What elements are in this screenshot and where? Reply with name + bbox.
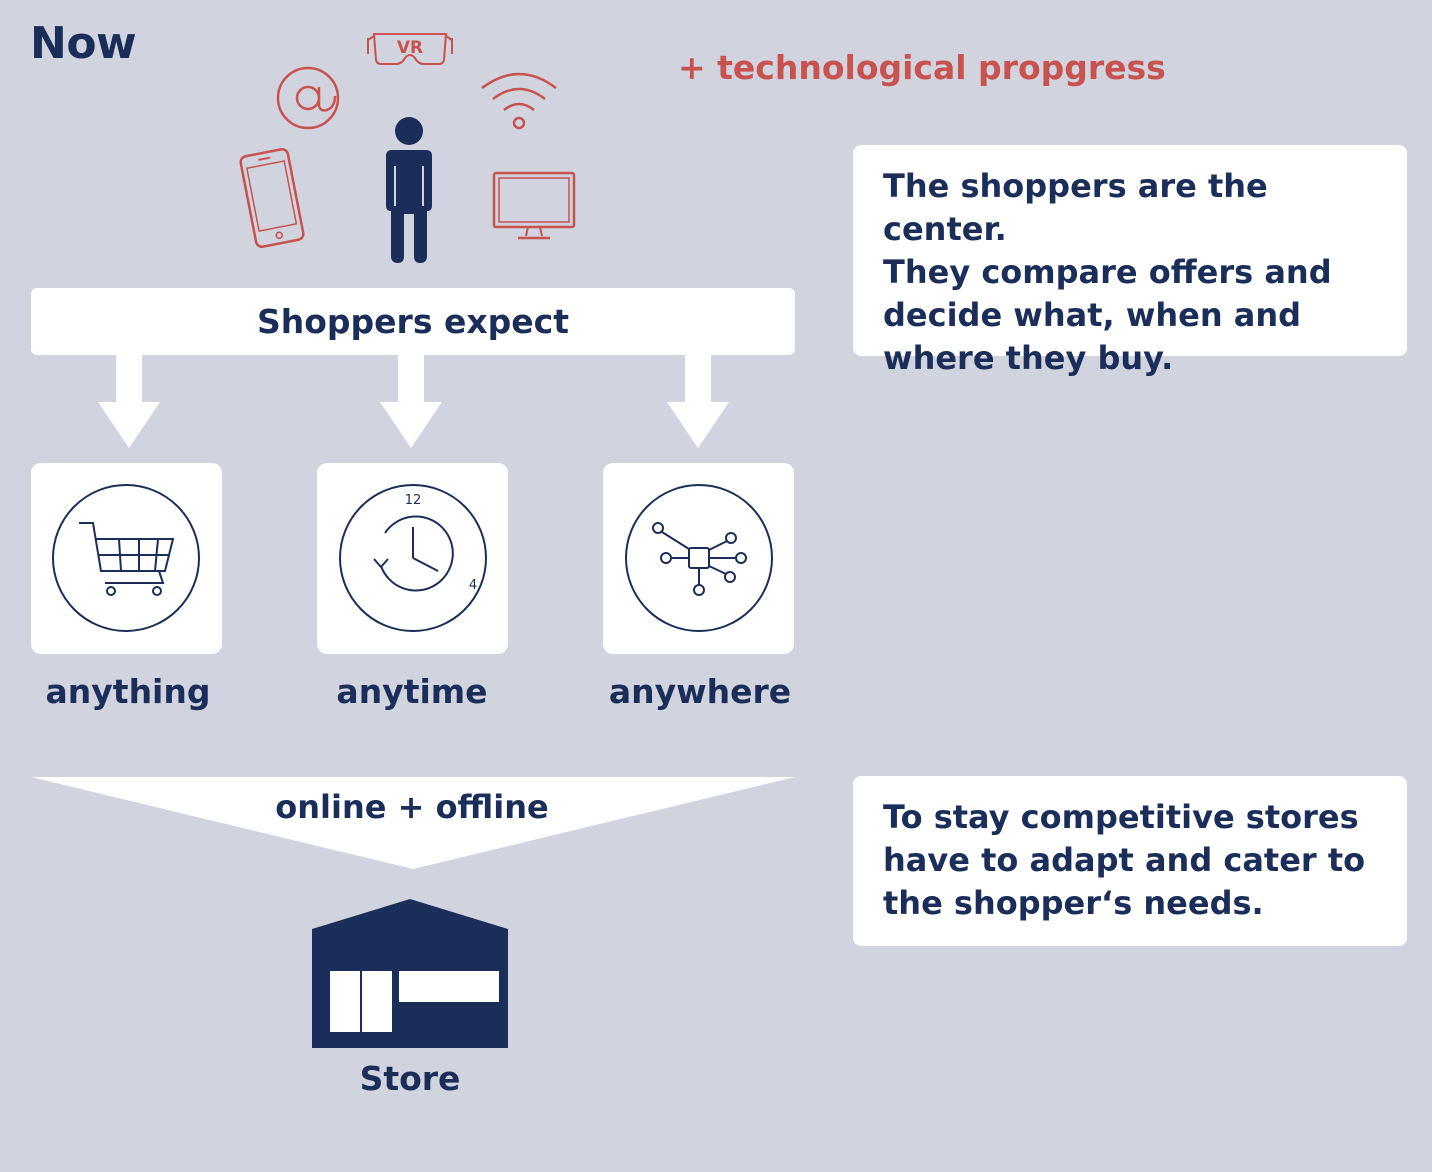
tile-anytime: 12 4 xyxy=(317,463,508,654)
store-building-icon xyxy=(312,899,508,1048)
shoppers-expect-bar: Shoppers expect xyxy=(31,288,795,355)
funnel-shape xyxy=(31,777,795,869)
box-line: the shopper‘s needs. xyxy=(883,884,1264,922)
arrow-down-icon xyxy=(667,354,729,448)
person-icon xyxy=(386,117,432,263)
tile-label-anytime: anytime xyxy=(336,672,488,711)
arrow-down-icon xyxy=(98,354,160,448)
stores-adapt-box: To stay competitive stores have to adapt… xyxy=(853,776,1407,946)
clock-number-12: 12 xyxy=(405,493,422,508)
tile-anything xyxy=(31,463,222,654)
at-sign-icon xyxy=(276,66,340,130)
vr-label: VR xyxy=(397,38,423,58)
shoppers-expect-label: Shoppers expect xyxy=(257,302,569,341)
clock-icon: 12 4 xyxy=(339,484,487,632)
box-line: where they buy. xyxy=(883,339,1174,377)
shoppers-center-box: The shoppers are the center. They compar… xyxy=(853,145,1407,377)
smartphone-icon xyxy=(239,148,305,248)
box-line: The shoppers are the center. xyxy=(883,167,1268,248)
wifi-icon xyxy=(481,72,557,130)
tile-anywhere xyxy=(603,463,794,654)
vr-headset-icon: VR xyxy=(367,33,453,65)
box-line: They compare offers and xyxy=(883,253,1332,291)
box-line: To stay competitive stores xyxy=(883,798,1359,836)
monitor-icon xyxy=(492,171,576,240)
arrow-down-icon xyxy=(380,354,442,448)
tech-progress-label: + technological propgress xyxy=(678,48,1166,87)
tile-label-anywhere: anywhere xyxy=(608,672,792,711)
arrows-down xyxy=(98,354,729,448)
store-label: Store xyxy=(359,1059,461,1098)
clock-number-4: 4 xyxy=(469,578,477,593)
box-line: decide what, when and xyxy=(883,296,1302,334)
box-line: have to adapt and cater to xyxy=(883,841,1366,879)
shopping-cart-icon xyxy=(52,484,200,632)
online-offline-label: online + offline xyxy=(275,788,549,826)
tile-label-anything: anything xyxy=(45,672,211,711)
network-icon xyxy=(625,484,773,632)
page-title: Now xyxy=(30,18,137,69)
